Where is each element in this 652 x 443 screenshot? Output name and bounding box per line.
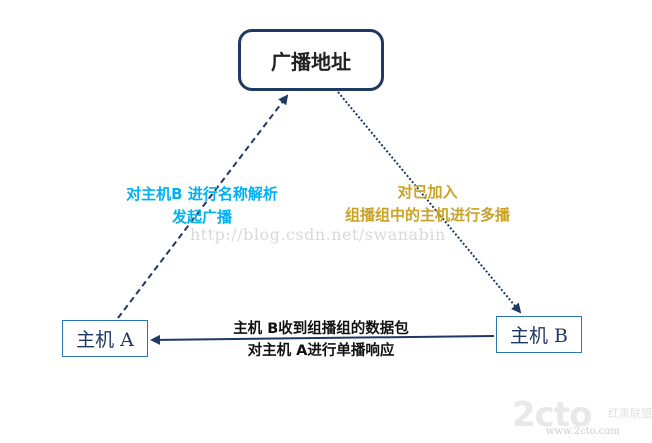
broadcast-request-label: 对主机B 进行名称解析 发起广播	[102, 183, 302, 229]
multicast-label: 对已加入 组播组中的主机进行多播	[325, 181, 530, 227]
unicast-line1: 主机 B收到组播组的数据包	[233, 321, 409, 337]
host-b-node: 主机 B	[496, 316, 582, 353]
arrow-broadcast-to-host-b	[337, 91, 522, 314]
unicast-response-label: 主机 B收到组播组的数据包 对主机 A进行单播响应	[196, 318, 446, 362]
arrow-host-b-to-broadcast	[117, 94, 289, 319]
logo-chinese-text: 红黑联盟	[608, 407, 652, 420]
host-a-node: 主机 A	[62, 320, 148, 357]
watermark: http://blog.csdn.net/swanabin	[190, 225, 446, 244]
broadcast-request-line1: 对主机B 进行名称解析	[126, 185, 278, 203]
broadcast-address-node: 广播地址	[238, 29, 384, 91]
logo-main-text: 2cto	[512, 395, 592, 435]
site-logo: 2cto 红黑联盟 www.2cto.com	[512, 395, 652, 443]
arrow-host-b-to-host-a	[150, 334, 495, 345]
multicast-line1: 对已加入	[397, 183, 458, 201]
broadcast-request-line2: 发起广播	[171, 208, 232, 226]
logo-url-text: www.2cto.com	[546, 426, 620, 437]
unicast-line2: 对主机 A进行单播响应	[247, 343, 395, 359]
multicast-line2: 组播组中的主机进行多播	[344, 206, 510, 224]
